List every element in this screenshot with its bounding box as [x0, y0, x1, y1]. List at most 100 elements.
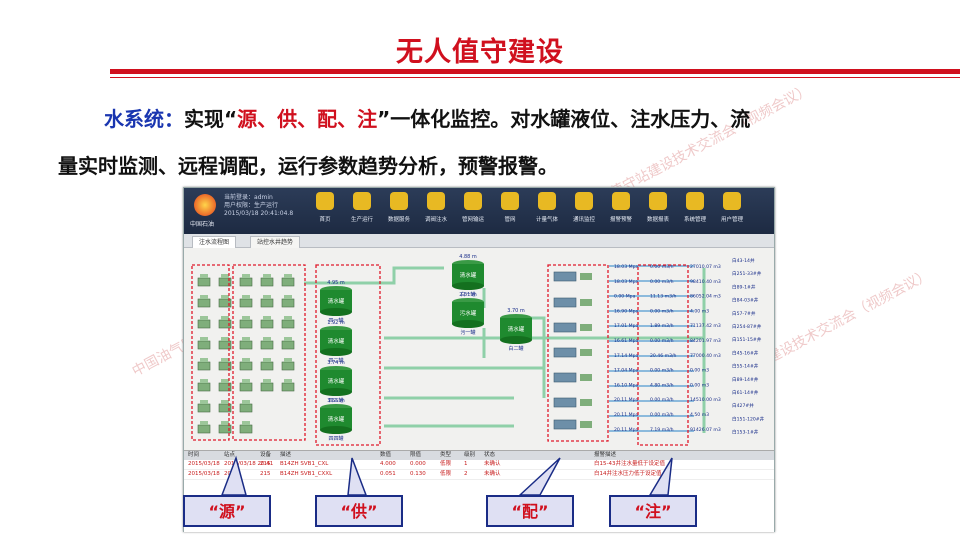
well-label[interactable]: 白61-14#井 — [732, 389, 759, 396]
flow-readout: 7.19 m3/h — [650, 427, 674, 433]
pump-house-icon[interactable] — [553, 419, 577, 430]
tank-label: 清水罐 — [508, 325, 525, 333]
tank-body — [320, 290, 352, 312]
source-valve-cap — [284, 295, 292, 299]
total-readout: 27010.07 m3 — [690, 264, 721, 270]
tank-label: 污水罐 — [460, 309, 477, 317]
pump-unit-icon — [580, 399, 592, 406]
pump-house-icon[interactable] — [553, 397, 577, 408]
flow-readout: 0.00 m3/h — [650, 412, 674, 418]
pump-unit-icon — [580, 324, 592, 331]
pump-unit-icon — [580, 374, 592, 381]
logo-text: 中国石油 — [190, 221, 215, 228]
well-label[interactable]: 白89-1#井 — [732, 283, 756, 290]
toolbar-label: 计量气体 — [535, 217, 558, 223]
toolbar-button[interactable]: 用户管理 — [719, 192, 745, 223]
toolbar-icon — [464, 192, 482, 210]
total-readout: 98410.40 m3 — [690, 279, 721, 285]
pressure-readout: 20.11 Mpa — [614, 397, 638, 403]
event-cell: 0.000 — [410, 461, 426, 467]
toolbar-button[interactable]: 通讯监控 — [571, 192, 597, 223]
toolbar-button[interactable]: 调阀注水 — [423, 192, 449, 223]
toolbar-label: 数据报表 — [646, 217, 669, 223]
well-label[interactable]: 白254-87#井 — [732, 323, 762, 330]
source-valve-cap — [242, 274, 250, 278]
well-label[interactable]: 白55-14#井 — [732, 363, 759, 370]
toolbar-label: 系统管理 — [683, 217, 706, 223]
tank-level: 3.70 m — [507, 308, 525, 314]
pump-house-icon[interactable] — [553, 322, 577, 333]
pressure-readout: 0.00 Mpa — [614, 294, 636, 300]
tank-level: 3.55 m — [327, 398, 345, 404]
source-valve-cap — [242, 295, 250, 299]
tank-body — [452, 264, 484, 286]
well-label[interactable]: 白45-16#井 — [732, 349, 759, 356]
well-label[interactable]: 白84-03#井 — [732, 297, 759, 304]
source-valve-cap — [221, 358, 229, 362]
arrow-distribute — [518, 457, 561, 496]
pump-house-icon[interactable] — [553, 297, 577, 308]
source-valve-cap — [242, 337, 250, 341]
tab-bar: 注水流程图 站控水井趋势 — [184, 234, 774, 248]
source-valve-cap — [284, 379, 292, 383]
total-readout: 71137.42 m3 — [690, 323, 721, 329]
event-cell: 2 — [464, 471, 468, 477]
toolbar-icon — [686, 192, 704, 210]
well-label[interactable]: 白151-15#井 — [732, 336, 762, 343]
well-label[interactable]: 白57-7#井 — [732, 310, 756, 317]
well-label[interactable]: 白427#井 — [732, 402, 754, 409]
source-valve-cap — [200, 337, 208, 341]
toolbar-button[interactable]: 报警预警 — [608, 192, 634, 223]
toolbar-icon — [723, 192, 741, 210]
event-column-header: 描述 — [280, 452, 292, 458]
total-readout: 4.00 m3 — [690, 308, 709, 314]
toolbar-button[interactable]: 系统管理 — [682, 192, 708, 223]
well-label[interactable]: 白153-1#井 — [732, 429, 759, 436]
pressure-readout: 20.11 Mpa — [614, 427, 638, 433]
toolbar-button[interactable]: 计量气体 — [534, 192, 560, 223]
tab-flow-chart[interactable]: 注水流程图 — [192, 236, 237, 248]
toolbar-label: 通讯监控 — [572, 217, 595, 223]
well-label[interactable]: 白89-14#井 — [732, 376, 759, 383]
event-column-header: 时间 — [188, 452, 200, 458]
pump-unit-icon — [580, 273, 592, 280]
slide-description: 水系统：实现“源、供、配、注”一体化监控。对水罐液位、注水压力、流 量实时监测、… — [58, 96, 918, 190]
pump-house-icon[interactable] — [553, 271, 577, 282]
event-cell: 215 — [260, 461, 271, 467]
well-label[interactable]: 白43-14井 — [732, 257, 755, 264]
toolbar-button[interactable]: 管网 — [497, 192, 523, 223]
toolbar-label: 数据服务 — [387, 217, 410, 223]
tank-body — [452, 302, 484, 324]
desc-text-a: 实现“ — [184, 107, 238, 131]
tab-well-trend[interactable]: 站控水井趋势 — [250, 236, 301, 248]
flow-readout: 20.46 m3/h — [650, 353, 677, 359]
user-info: 当前登录：admin 用户权限：生产运行 2015/03/18 20:41:04… — [224, 194, 293, 218]
event-log-header: 时间站点设备描述数值限值类型级别状态报警描述 — [184, 451, 774, 460]
pump-unit-icon — [580, 421, 592, 428]
source-valve-cap — [200, 379, 208, 383]
toolbar-button[interactable]: 数据报表 — [645, 192, 671, 223]
source-valve-cap — [284, 316, 292, 320]
pump-house-icon[interactable] — [553, 372, 577, 383]
source-valve-cap — [242, 379, 250, 383]
source-valve-cap — [242, 400, 250, 404]
well-label[interactable]: 白151-120#井 — [732, 415, 765, 422]
toolbar-button[interactable]: 生产运行 — [349, 192, 375, 223]
well-label[interactable]: 白251-33#井 — [732, 270, 762, 277]
pump-house-icon[interactable] — [553, 347, 577, 358]
source-valve-cap — [221, 421, 229, 425]
toolbar-button[interactable]: 首页 — [312, 192, 338, 223]
role-value: 生产运行 — [254, 202, 279, 209]
event-cell: 0.051 — [380, 471, 396, 477]
source-valve-cap — [284, 337, 292, 341]
toolbar-button[interactable]: 管网输运 — [460, 192, 486, 223]
toolbar-button[interactable]: 数据服务 — [386, 192, 412, 223]
